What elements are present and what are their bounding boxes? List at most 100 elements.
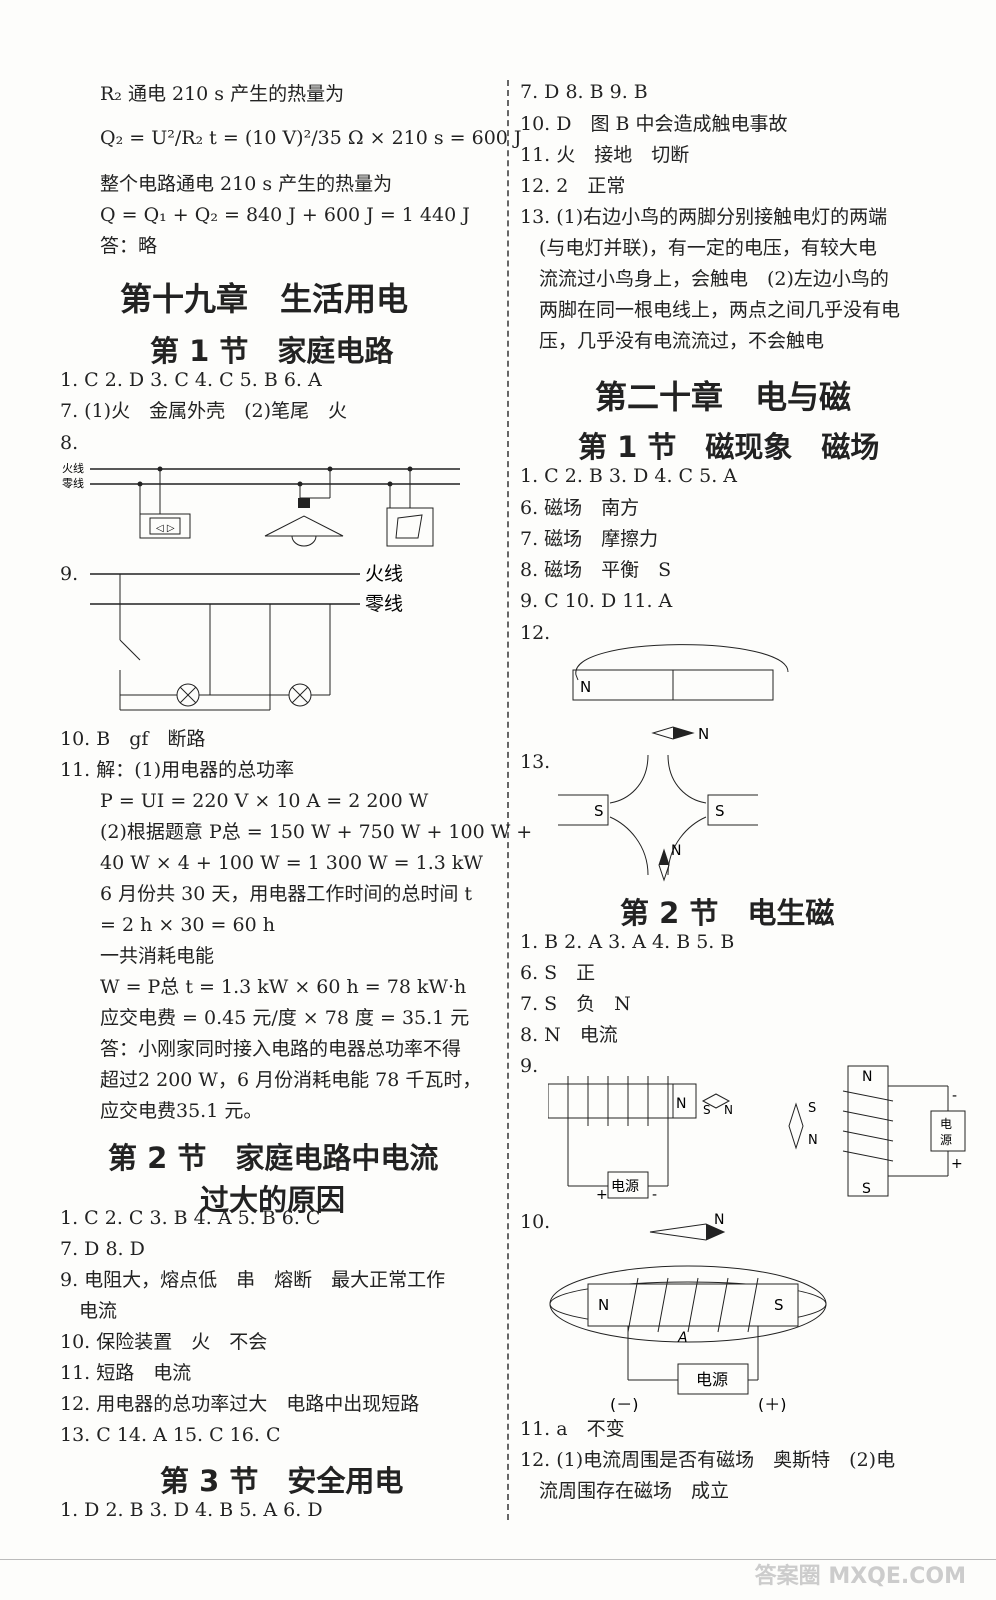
formula-line: Q = Q₁ + Q₂ = 840 J + 600 J = 1 440 J (100, 204, 470, 226)
answer-line: 11. 火 接地 切断 (520, 144, 690, 166)
minus-sign: - (952, 1088, 957, 1104)
answer-line: 1. C 2. D 3. C 4. C 5. B 6. A (60, 369, 322, 391)
answer-line: 11. 解：(1)用电器的总功率 (60, 759, 295, 781)
watermark: 答案圈 MXQE.COM (754, 1564, 966, 1589)
answer-line: 40 W × 4 + 100 W = 1 300 W = 1.3 kW (100, 852, 483, 874)
answer-line: 8. (60, 432, 79, 454)
compass-north-label: N (724, 1103, 733, 1117)
svg-text:◁ ▷: ◁ ▷ (156, 523, 175, 534)
answer-line: 超过2 200 W，6 月份消耗电能 78 千瓦时， (100, 1069, 482, 1091)
section-title: 第 2 节 家庭电路中电流 (108, 1141, 439, 1175)
footer-rule (0, 1559, 996, 1560)
answer-line: 9. C 10. D 11. A (520, 590, 673, 612)
point-a-label: A (677, 1330, 688, 1346)
answer-line: 11. a 不变 (520, 1418, 625, 1440)
answer-line: 7. 磁场 摩擦力 (520, 528, 659, 550)
answer-line: 9. (60, 563, 79, 585)
compass-north-label: N (808, 1133, 818, 1148)
section-title-cont: 过大的原因 (200, 1183, 346, 1217)
compass-north-label: N (698, 725, 709, 743)
answer-line: 7. D 8. B 9. B (520, 81, 648, 103)
text-line: 答：略 (100, 235, 158, 257)
answer-line: 电流 (60, 1300, 118, 1322)
answer-line: 压，几乎没有电流流过，不会触电 (520, 330, 825, 352)
figure-10-solenoid-field: N N S A 电源 (－) (＋) (549, 1212, 827, 1412)
figure-8-circuit: 火线 零线 ◁ ▷ (62, 461, 460, 547)
column-divider (507, 80, 509, 1520)
answer-line: 应交电费35.1 元。 (100, 1100, 263, 1122)
answer-line: 7. D 8. D (60, 1238, 145, 1260)
answer-line: 8. N 电流 (520, 1024, 618, 1046)
answer-line: 12. (1)电流周围是否有磁场 奥斯特 (2)电 (520, 1449, 896, 1471)
answer-line: 7. S 负 N (520, 993, 631, 1015)
answer-line: 6. S 正 (520, 962, 596, 984)
minus-sign: - (652, 1187, 657, 1203)
answer-line: 流流过小鸟身上，会触电 (2)左边小鸟的 (520, 268, 889, 290)
answer-line: (2)根据题意 P总 = 150 W + 750 W + 100 W + (100, 821, 533, 843)
answer-line: 10. D 图 B 中会造成触电事故 (520, 113, 788, 135)
answer-line: 8. 磁场 平衡 S (520, 559, 672, 581)
text-line: R₂ 通电 210 s 产生的热量为 (100, 83, 345, 105)
figure-9-solenoids: N S N 电源 + - S N N S 电 源 - + (548, 1065, 966, 1203)
answer-line: 13. (520, 751, 551, 773)
section-title: 第 1 节 家庭电路 (150, 334, 394, 368)
answer-line: = 2 h × 30 = 60 h (100, 914, 275, 936)
answer-line: 6 月份共 30 天，用电器工作时间的总时间 t (100, 883, 473, 905)
south-pole-label: S (774, 1296, 784, 1314)
answer-line: 13. (1)右边小鸟的两脚分别接触电灯的两端 (520, 206, 888, 228)
compass-north-label: N (714, 1212, 724, 1228)
north-pole-label: N (676, 1096, 686, 1112)
north-pole-label: N (598, 1296, 609, 1314)
answer-line: 12. 用电器的总功率过大 电路中出现短路 (60, 1393, 420, 1415)
chapter-title: 第二十章 电与磁 (595, 378, 852, 416)
answer-line: (与电灯并联)，有一定的电压，有较大电 (520, 237, 877, 259)
answer-line: 1. B 2. A 3. A 4. B 5. B (520, 931, 735, 953)
answer-line: 10. (520, 1211, 551, 1233)
answer-line: 一共消耗电能 (100, 945, 215, 967)
answer-line: 答：小刚家同时接入电路的电器总功率不得 (100, 1038, 462, 1060)
section-title: 第 2 节 电生磁 (620, 896, 835, 930)
negative-terminal-label: (－) (610, 1395, 639, 1412)
svg-text:源: 源 (940, 1133, 952, 1147)
north-pole-label: N (862, 1069, 872, 1085)
neutral-wire-label: 零线 (365, 593, 403, 615)
answer-line: P = UI = 220 V × 10 A = 2 200 W (100, 790, 429, 812)
answer-line: 应交电费 = 0.45 元/度 × 78 度 = 35.1 元 (100, 1007, 470, 1029)
section-title: 第 1 节 磁现象 磁场 (578, 430, 880, 464)
text-line: 整个电路通电 210 s 产生的热量为 (100, 173, 393, 195)
answer-line: 12. 2 正常 (520, 175, 626, 197)
live-wire-label: 火线 (365, 563, 403, 585)
answer-line: 两脚在同一根电线上，两点之间几乎没有电 (520, 299, 901, 321)
plus-sign: + (951, 1156, 963, 1172)
answer-line: 1. D 2. B 3. D 4. B 5. A 6. D (60, 1499, 323, 1521)
answer-line: 10. B gf 断路 (60, 728, 206, 750)
answer-line: W = P总 t = 1.3 kW × 60 h = 78 kW·h (100, 976, 467, 998)
answer-line: 6. 磁场 南方 (520, 497, 640, 519)
live-wire-label: 火线 (62, 461, 84, 475)
compass-south-label: S (808, 1101, 816, 1116)
answer-line: 12. (520, 622, 551, 644)
south-pole-label-right: S (715, 802, 725, 820)
section-title: 第 3 节 安全用电 (160, 1464, 404, 1498)
south-pole-label: S (862, 1181, 871, 1197)
figure-12-bar-magnet: N N (572, 644, 789, 743)
compass-south-label: S (703, 1103, 711, 1117)
answer-line: 流周围存在磁场 成立 (520, 1480, 730, 1502)
answer-line: 11. 短路 电流 (60, 1362, 192, 1384)
figure-13-opposing-magnets: S S N (558, 755, 758, 882)
positive-terminal-label: (＋) (758, 1395, 787, 1412)
answer-line: 13. C 14. A 15. C 16. C (60, 1424, 281, 1446)
answer-line: 1. C 2. C 3. B 4. A 5. B 6. C (60, 1207, 321, 1229)
neutral-wire-label: 零线 (62, 476, 84, 490)
south-pole-label-left: S (594, 802, 604, 820)
compass-north-label: N (671, 843, 681, 859)
power-source-label: 电源 (611, 1179, 639, 1195)
formula-line: Q₂ = U²/R₂ t = (10 V)²/35 Ω × 210 s = 60… (100, 127, 522, 149)
answer-line: 10. 保险装置 火 不会 (60, 1331, 268, 1353)
power-source-label: 电源 (696, 1370, 728, 1389)
plus-sign: + (596, 1187, 608, 1203)
answer-line: 9. (520, 1055, 539, 1077)
answer-line: 7. (1)火 金属外壳 (2)笔尾 火 (60, 400, 347, 422)
figure-9-circuit: 火线 零线 (90, 563, 403, 711)
chapter-title: 第十九章 生活用电 (120, 280, 409, 318)
